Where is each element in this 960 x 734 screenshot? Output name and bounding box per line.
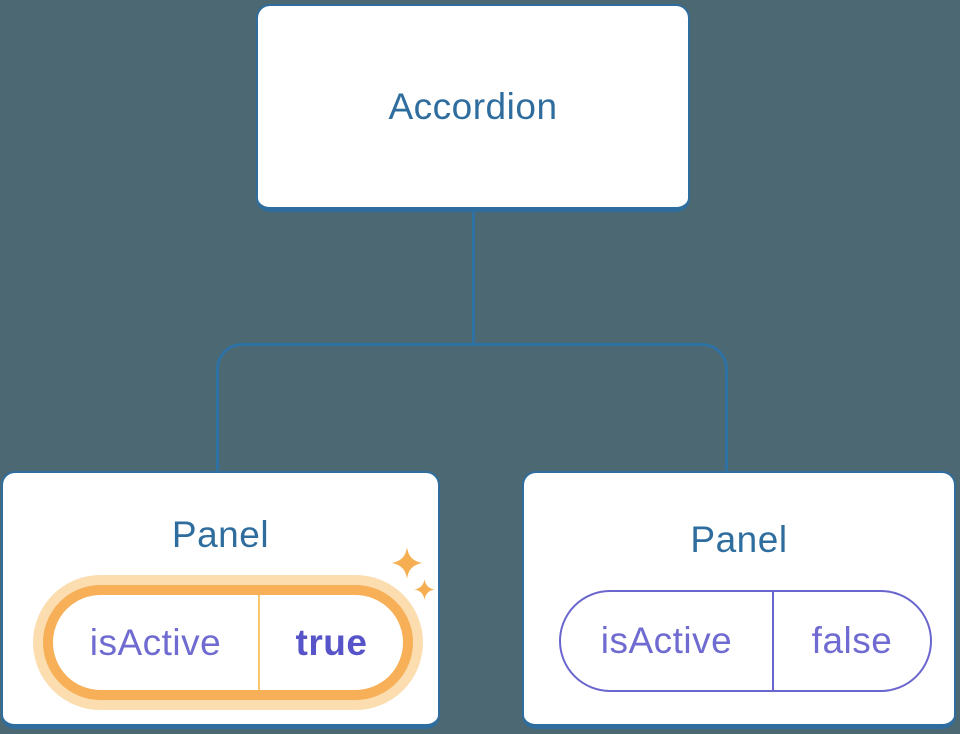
state-pill-active: isActive true	[43, 585, 413, 700]
sparkle-large-icon	[391, 547, 423, 579]
connector-stem	[472, 211, 475, 345]
panel-label: Panel	[171, 514, 270, 555]
state-value: true	[258, 595, 403, 690]
sparkle-small-icon	[414, 579, 435, 600]
tree-node-accordion: Accordion	[256, 4, 690, 212]
panel-label: Panel	[690, 519, 788, 560]
connector-branch	[216, 343, 728, 472]
state-key: isActive	[600, 620, 733, 661]
tree-node-panel-active: Panel isActive true	[1, 471, 440, 729]
tree-node-panel-inactive: Panel isActive false	[522, 471, 956, 729]
accordion-label: Accordion	[388, 85, 558, 127]
state-key: isActive	[89, 621, 222, 663]
state-pill-inactive: isActive false	[559, 590, 932, 692]
state-value: false	[772, 592, 930, 690]
